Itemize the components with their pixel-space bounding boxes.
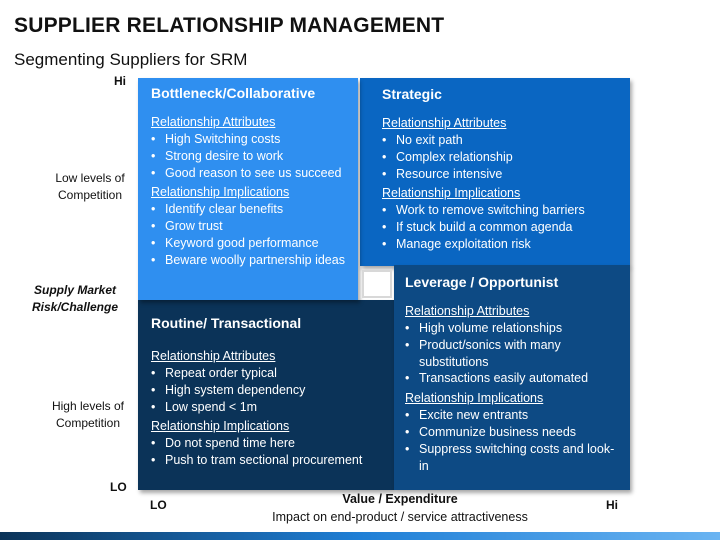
list-item: Low spend < 1m: [151, 399, 384, 416]
quadrant-title: Strategic: [382, 86, 442, 102]
bottom-accent-bar: [0, 532, 720, 540]
implications-list: Excite new entrants Communize business n…: [405, 407, 620, 474]
attributes-heading: Relationship Attributes: [382, 116, 507, 130]
y-axis-hi-label: Hi: [114, 74, 126, 88]
attributes-list: Repeat order typical High system depende…: [151, 365, 384, 415]
implications-list: Work to remove switching barriers If stu…: [382, 202, 618, 252]
quadrant-title: Leverage / Opportunist: [405, 274, 559, 290]
list-item: Transactions easily automated: [405, 370, 620, 387]
list-item: Identify clear benefits: [151, 201, 350, 218]
attributes-heading: Relationship Attributes: [405, 304, 530, 318]
list-item: Good reason to see us succeed: [151, 165, 350, 182]
list-item: High volume relationships: [405, 320, 620, 337]
y-axis-bottom-label: High levels of Competition: [51, 399, 125, 430]
implications-heading: Relationship Implications: [151, 185, 290, 200]
list-item: Complex relationship: [382, 149, 618, 166]
y-axis-top-label: Low levels of Competition: [55, 171, 125, 202]
list-item: Suppress switching costs and look-in: [405, 441, 620, 475]
implications-heading: Relationship Implications: [382, 186, 521, 201]
list-item: Excite new entrants: [405, 407, 620, 424]
x-axis-subtitle: Impact on end-product / service attracti…: [272, 510, 528, 524]
list-item: Do not spend time here: [151, 435, 384, 452]
page-subtitle: Segmenting Suppliers for SRM: [14, 50, 248, 69]
list-item: Resource intensive: [382, 166, 618, 183]
center-square: [362, 270, 392, 298]
list-item: Push to tram sectional procurement: [151, 452, 384, 469]
attributes-list: High volume relationships Product/sonics…: [405, 320, 620, 387]
list-item: No exit path: [382, 132, 618, 149]
attributes-heading: Relationship Attributes: [151, 115, 276, 129]
attributes-list: High Switching costs Strong desire to wo…: [151, 131, 350, 181]
page-title: SUPPLIER RELATIONSHIP MANAGEMENT: [14, 14, 445, 37]
list-item: Work to remove switching barriers: [382, 202, 618, 219]
x-axis-title: Value / Expenditure: [342, 492, 458, 506]
list-item: Strong desire to work: [151, 148, 350, 165]
attributes-heading: Relationship Attributes: [151, 349, 276, 363]
quadrant-title: Routine/ Transactional: [151, 315, 302, 331]
quadrant-bottleneck: Bottleneck/Collaborative Relationship At…: [138, 78, 358, 300]
list-item: High system dependency: [151, 382, 384, 399]
list-item: Repeat order typical: [151, 365, 384, 382]
quadrant-routine: Routine/ Transactional Relationship Attr…: [138, 300, 394, 490]
x-axis-hi-label: Hi: [606, 498, 618, 512]
list-item: Product/sonics with many substitutions: [405, 337, 620, 371]
list-item: Grow trust: [151, 218, 350, 235]
list-item: Keyword good performance: [151, 235, 350, 252]
implications-heading: Relationship Implications: [151, 419, 290, 434]
quadrant-leverage: Leverage / Opportunist Relationship Attr…: [394, 265, 630, 490]
list-item: Manage exploitation risk: [382, 236, 618, 253]
quadrant-strategic: Strategic Relationship Attributes No exi…: [360, 78, 630, 266]
list-item: Communize business needs: [405, 424, 620, 441]
implications-list: Identify clear benefits Grow trust Keywo…: [151, 201, 350, 268]
list-item: Beware woolly partnership ideas: [151, 252, 350, 269]
list-item: High Switching costs: [151, 131, 350, 148]
implications-list: Do not spend time here Push to tram sect…: [151, 435, 384, 469]
attributes-list: No exit path Complex relationship Resour…: [382, 132, 618, 182]
implications-heading: Relationship Implications: [405, 391, 544, 406]
y-axis-title: Supply Market Risk/Challenge: [31, 283, 119, 314]
x-axis-lo-label: LO: [150, 498, 167, 512]
list-item: If stuck build a common agenda: [382, 219, 618, 236]
y-axis-lo-label: LO: [110, 480, 127, 494]
quadrant-title: Bottleneck/Collaborative: [151, 85, 316, 101]
